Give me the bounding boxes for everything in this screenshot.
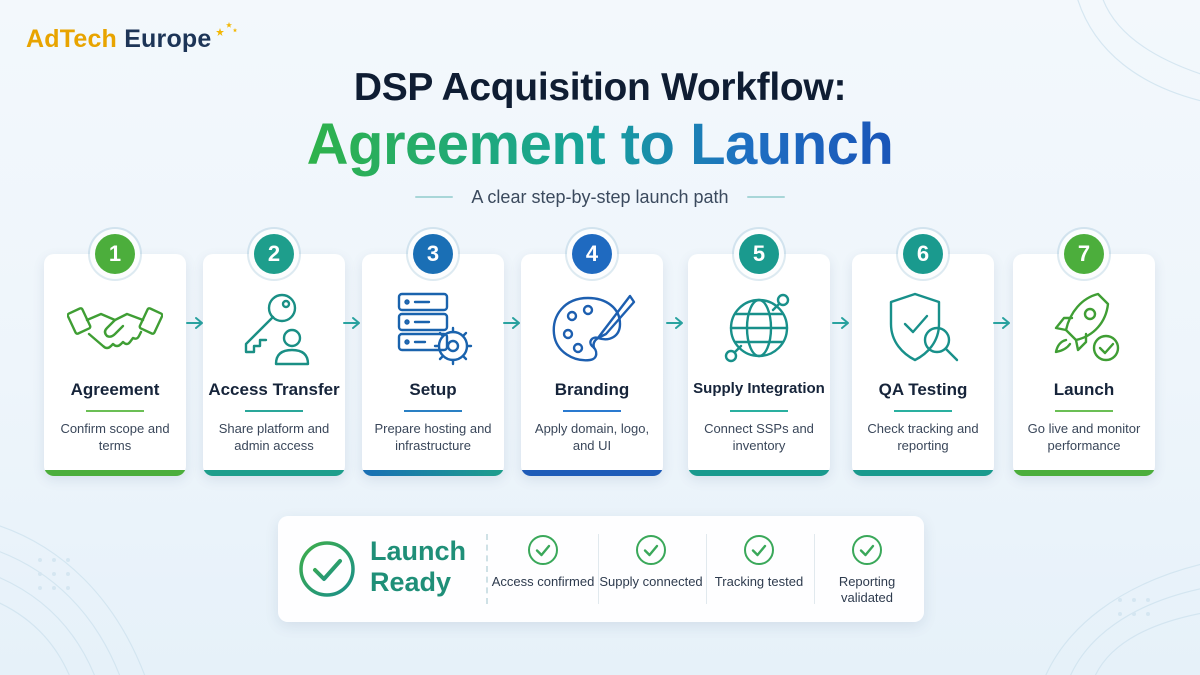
step-divider <box>86 410 144 412</box>
step-title: Setup <box>409 380 457 399</box>
step-card-body: Branding Apply domain, logo, and UI <box>521 254 663 476</box>
step-card-body: Agreement Confirm scope and terms <box>44 254 186 476</box>
step-card-branding: 4 Branding Apply domain, logo, and UI <box>521 234 663 476</box>
check-item-access: Access confirmed <box>488 534 598 606</box>
handshake-icon <box>67 307 163 350</box>
step-accent-bar <box>688 470 830 476</box>
step-number-badge: 3 <box>413 234 453 274</box>
check-item-tracking: Tracking tested <box>704 534 814 606</box>
palette-icon <box>552 294 636 362</box>
step-number-badge: 2 <box>254 234 294 274</box>
arrow-right-icon <box>993 317 1010 329</box>
step-divider <box>563 410 621 412</box>
globe-network-icon <box>724 293 790 363</box>
step-accent-bar <box>44 470 186 476</box>
separator <box>598 534 599 604</box>
step-number-badge: 5 <box>739 234 779 274</box>
step-number-badge: 1 <box>95 234 135 274</box>
check-item-label: Reporting validated <box>838 574 896 605</box>
step-card-body: Setup Prepare hosting and infrastructure <box>362 254 504 476</box>
step-card-access-transfer: 2 Access Transfer Share platform and adm… <box>203 234 345 476</box>
arrow-right-icon <box>832 317 849 329</box>
page-title: DSP Acquisition Workflow: <box>353 66 847 109</box>
step-description: Connect SSPs and inventory <box>704 421 814 453</box>
page-subtitle: A clear step-by-step launch path <box>471 186 729 207</box>
server-gear-icon <box>397 292 473 366</box>
step-card-body: QA Testing Check tracking and reporting <box>852 254 994 476</box>
subtitle-right-line <box>746 196 785 198</box>
step-number-badge: 7 <box>1064 234 1104 274</box>
step-title: Branding <box>554 380 630 399</box>
arrow-right-icon <box>503 317 520 329</box>
step-card-launch: 7 Launch Go live and monitor performance <box>1013 234 1155 476</box>
step-card-supply-integration: 5 Supply Integration Connect SSPs and in… <box>688 234 830 476</box>
check-circle-icon <box>528 535 558 565</box>
rocket-check-icon <box>1054 292 1120 362</box>
check-circle-icon <box>636 535 666 565</box>
step-description: Go live and monitor performance <box>1027 421 1141 453</box>
separator <box>814 534 815 604</box>
step-card-qa-testing: 6 QA Testing Check tracking and reportin… <box>852 234 994 476</box>
subtitle-row: A clear step-by-step launch path <box>0 184 1200 210</box>
step-card-agreement: 1 Agreement Confirm scope and terms <box>44 234 186 476</box>
dashed-divider <box>486 534 488 604</box>
step-card-body: Supply Integration Connect SSPs and inve… <box>688 254 830 476</box>
step-title: Access Transfer <box>208 380 340 399</box>
check-circle-icon <box>744 535 774 565</box>
step-accent-bar <box>1013 470 1155 476</box>
brand-name: AdTech Europe <box>26 24 212 54</box>
step-title: QA Testing <box>878 380 968 399</box>
step-description: Prepare hosting and infrastructure <box>374 421 492 453</box>
step-description: Check tracking and reporting <box>867 421 979 453</box>
step-divider <box>894 410 952 412</box>
check-item-reporting: Reporting validated <box>812 534 922 606</box>
arrow-right-icon <box>186 317 203 329</box>
shield-search-icon <box>889 292 959 362</box>
check-item-supply: Supply connected <box>596 534 706 606</box>
step-description: Apply domain, logo, and UI <box>534 421 650 453</box>
step-divider <box>245 410 303 412</box>
brand-logo: AdTech Europe <box>26 22 238 60</box>
step-title: Launch <box>1053 380 1115 399</box>
separator <box>706 534 707 604</box>
check-item-label: Access confirmed <box>491 574 595 589</box>
step-accent-bar <box>852 470 994 476</box>
arrow-right-icon <box>666 317 683 329</box>
step-title: Supply Integration <box>693 380 825 397</box>
subtitle-left-line <box>415 196 454 198</box>
launch-ready-title: Launch Ready <box>370 536 467 597</box>
brand-name-part1: AdTech <box>26 25 118 53</box>
step-accent-bar <box>362 470 504 476</box>
step-accent-bar <box>203 470 345 476</box>
launch-ready-panel: Launch Ready Access confirmed Supply con… <box>278 516 924 622</box>
step-card-setup: 3 Setup Prepare hosting and infrastructu… <box>362 234 504 476</box>
step-description: Confirm scope and terms <box>60 421 170 453</box>
step-number-badge: 4 <box>572 234 612 274</box>
arrow-right-icon <box>343 317 360 329</box>
step-number-badge: 6 <box>903 234 943 274</box>
step-divider <box>730 410 788 412</box>
check-circle-icon <box>299 541 355 597</box>
step-card-body: Launch Go live and monitor performance <box>1013 254 1155 476</box>
check-circle-icon <box>852 535 882 565</box>
key-user-icon <box>244 293 310 366</box>
step-divider <box>404 410 462 412</box>
step-accent-bar <box>521 470 663 476</box>
check-item-label: Tracking tested <box>714 574 804 589</box>
check-item-label: Supply connected <box>599 574 703 589</box>
step-title: Agreement <box>70 380 160 399</box>
step-description: Share platform and admin access <box>218 421 330 453</box>
step-divider <box>1055 410 1113 412</box>
stars-icon <box>215 22 237 36</box>
page-title-highlight: Agreement to Launch <box>306 112 894 177</box>
brand-name-part2: Europe <box>124 25 212 53</box>
step-card-body: Access Transfer Share platform and admin… <box>203 254 345 476</box>
